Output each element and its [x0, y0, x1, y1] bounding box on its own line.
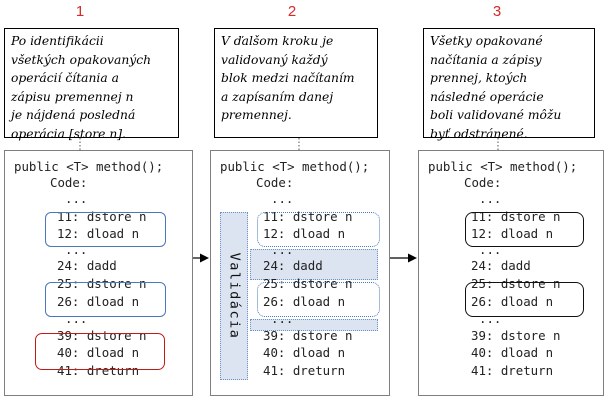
step-number: 1 — [75, 3, 85, 20]
code-line: ... — [271, 311, 294, 326]
block-11-12 — [45, 212, 166, 247]
code-line: 41: dreturn — [263, 363, 346, 378]
block-25-26 — [45, 282, 166, 317]
code-line: ... — [65, 311, 88, 326]
code-line: 24: dadd — [263, 258, 323, 273]
note-line: a zapísaním danej — [221, 89, 334, 104]
panel-arrow-head — [408, 253, 417, 263]
code-line: 12: dload n — [57, 226, 140, 241]
note-line: následné operácie — [430, 89, 544, 104]
code-line: 24: dadd — [57, 258, 117, 273]
block-25-26 — [465, 282, 584, 317]
note-line: operácia [store n]. — [11, 126, 126, 141]
code-line: 40: dload n — [57, 345, 140, 360]
validated-block-25-26 — [257, 282, 380, 317]
code-line: 39: dstore n — [471, 328, 561, 343]
code-line: 25: dstore n — [263, 276, 353, 291]
note-line: blok medzi načítaním — [221, 71, 355, 86]
code-line: ... — [479, 191, 502, 206]
code-line: ... — [271, 242, 294, 257]
note-line: zápisu premennej n — [11, 89, 134, 104]
code-line: Code: — [50, 175, 88, 190]
code-line: ... — [65, 242, 88, 257]
step-note: Všetky opakované načítania a zápisy prenne… — [423, 28, 595, 141]
validated-row-39 — [250, 319, 378, 331]
note-line: boli validované môžu — [430, 108, 562, 123]
code-line: Code: — [464, 175, 502, 190]
note-line: všetkých opakovaných — [11, 52, 152, 67]
note-line: V ďalšom kroku je — [221, 34, 334, 48]
step-number: 2 — [287, 3, 297, 20]
note-line: načítania a zápisy — [430, 52, 542, 67]
code-line: public <T> method(); — [14, 159, 164, 174]
validation-label-wrap: Validácia — [221, 213, 247, 379]
code-line: 26: dload n — [471, 294, 554, 309]
code-line: public <T> method(); — [220, 159, 370, 174]
code-line: 12: dload n — [263, 226, 346, 241]
validation-band: Validácia — [220, 212, 248, 380]
note-line: Všetky opakované — [430, 34, 543, 48]
note-line: validovaný každý — [221, 52, 328, 67]
code-line: 12: dload n — [471, 226, 554, 241]
code-line: ... — [479, 311, 502, 326]
code-line: 26: dload n — [57, 294, 140, 309]
code-line: 40: dload n — [471, 345, 554, 360]
note-line: prennej, ktoých — [430, 71, 528, 86]
code-line: public <T> method(); — [428, 159, 578, 174]
validated-block-11-12 — [257, 212, 380, 247]
note-line: byť odstránené. — [430, 126, 528, 141]
panel-arrow-head — [200, 253, 209, 263]
code-line: 24: dadd — [471, 258, 531, 273]
code-line: 25: dstore n — [57, 276, 147, 291]
step-note: Po identifikácii všetkých opakovaných oper… — [4, 28, 179, 141]
code-line: ... — [65, 191, 88, 206]
code-panel — [418, 150, 604, 396]
code-line: 25: dstore n — [471, 276, 561, 291]
note-line: premennej. — [221, 108, 292, 123]
step-number: 3 — [492, 3, 502, 20]
validated-row-24 — [250, 249, 378, 280]
code-line: ... — [479, 242, 502, 257]
block-39-40-last-store — [35, 333, 165, 370]
code-line: 41: dreturn — [57, 363, 140, 378]
step-note: V ďalšom kroku je validovaný každý blok me… — [214, 28, 378, 138]
note-line: operácií čítania a — [11, 71, 119, 86]
code-line: 40: dload n — [263, 345, 346, 360]
code-line: 39: dstore n — [263, 328, 353, 343]
note-line: Po identifikácii — [11, 34, 104, 48]
validation-label: Validácia — [226, 252, 242, 340]
code-line: 26: dload n — [263, 294, 346, 309]
code-line: ... — [271, 191, 294, 206]
code-line: 41: dreturn — [471, 363, 554, 378]
block-11-12 — [465, 212, 584, 247]
code-line: 39: dstore n — [57, 328, 147, 343]
note-line: je nájdená posledná — [11, 108, 136, 123]
code-line: Code: — [256, 175, 294, 190]
